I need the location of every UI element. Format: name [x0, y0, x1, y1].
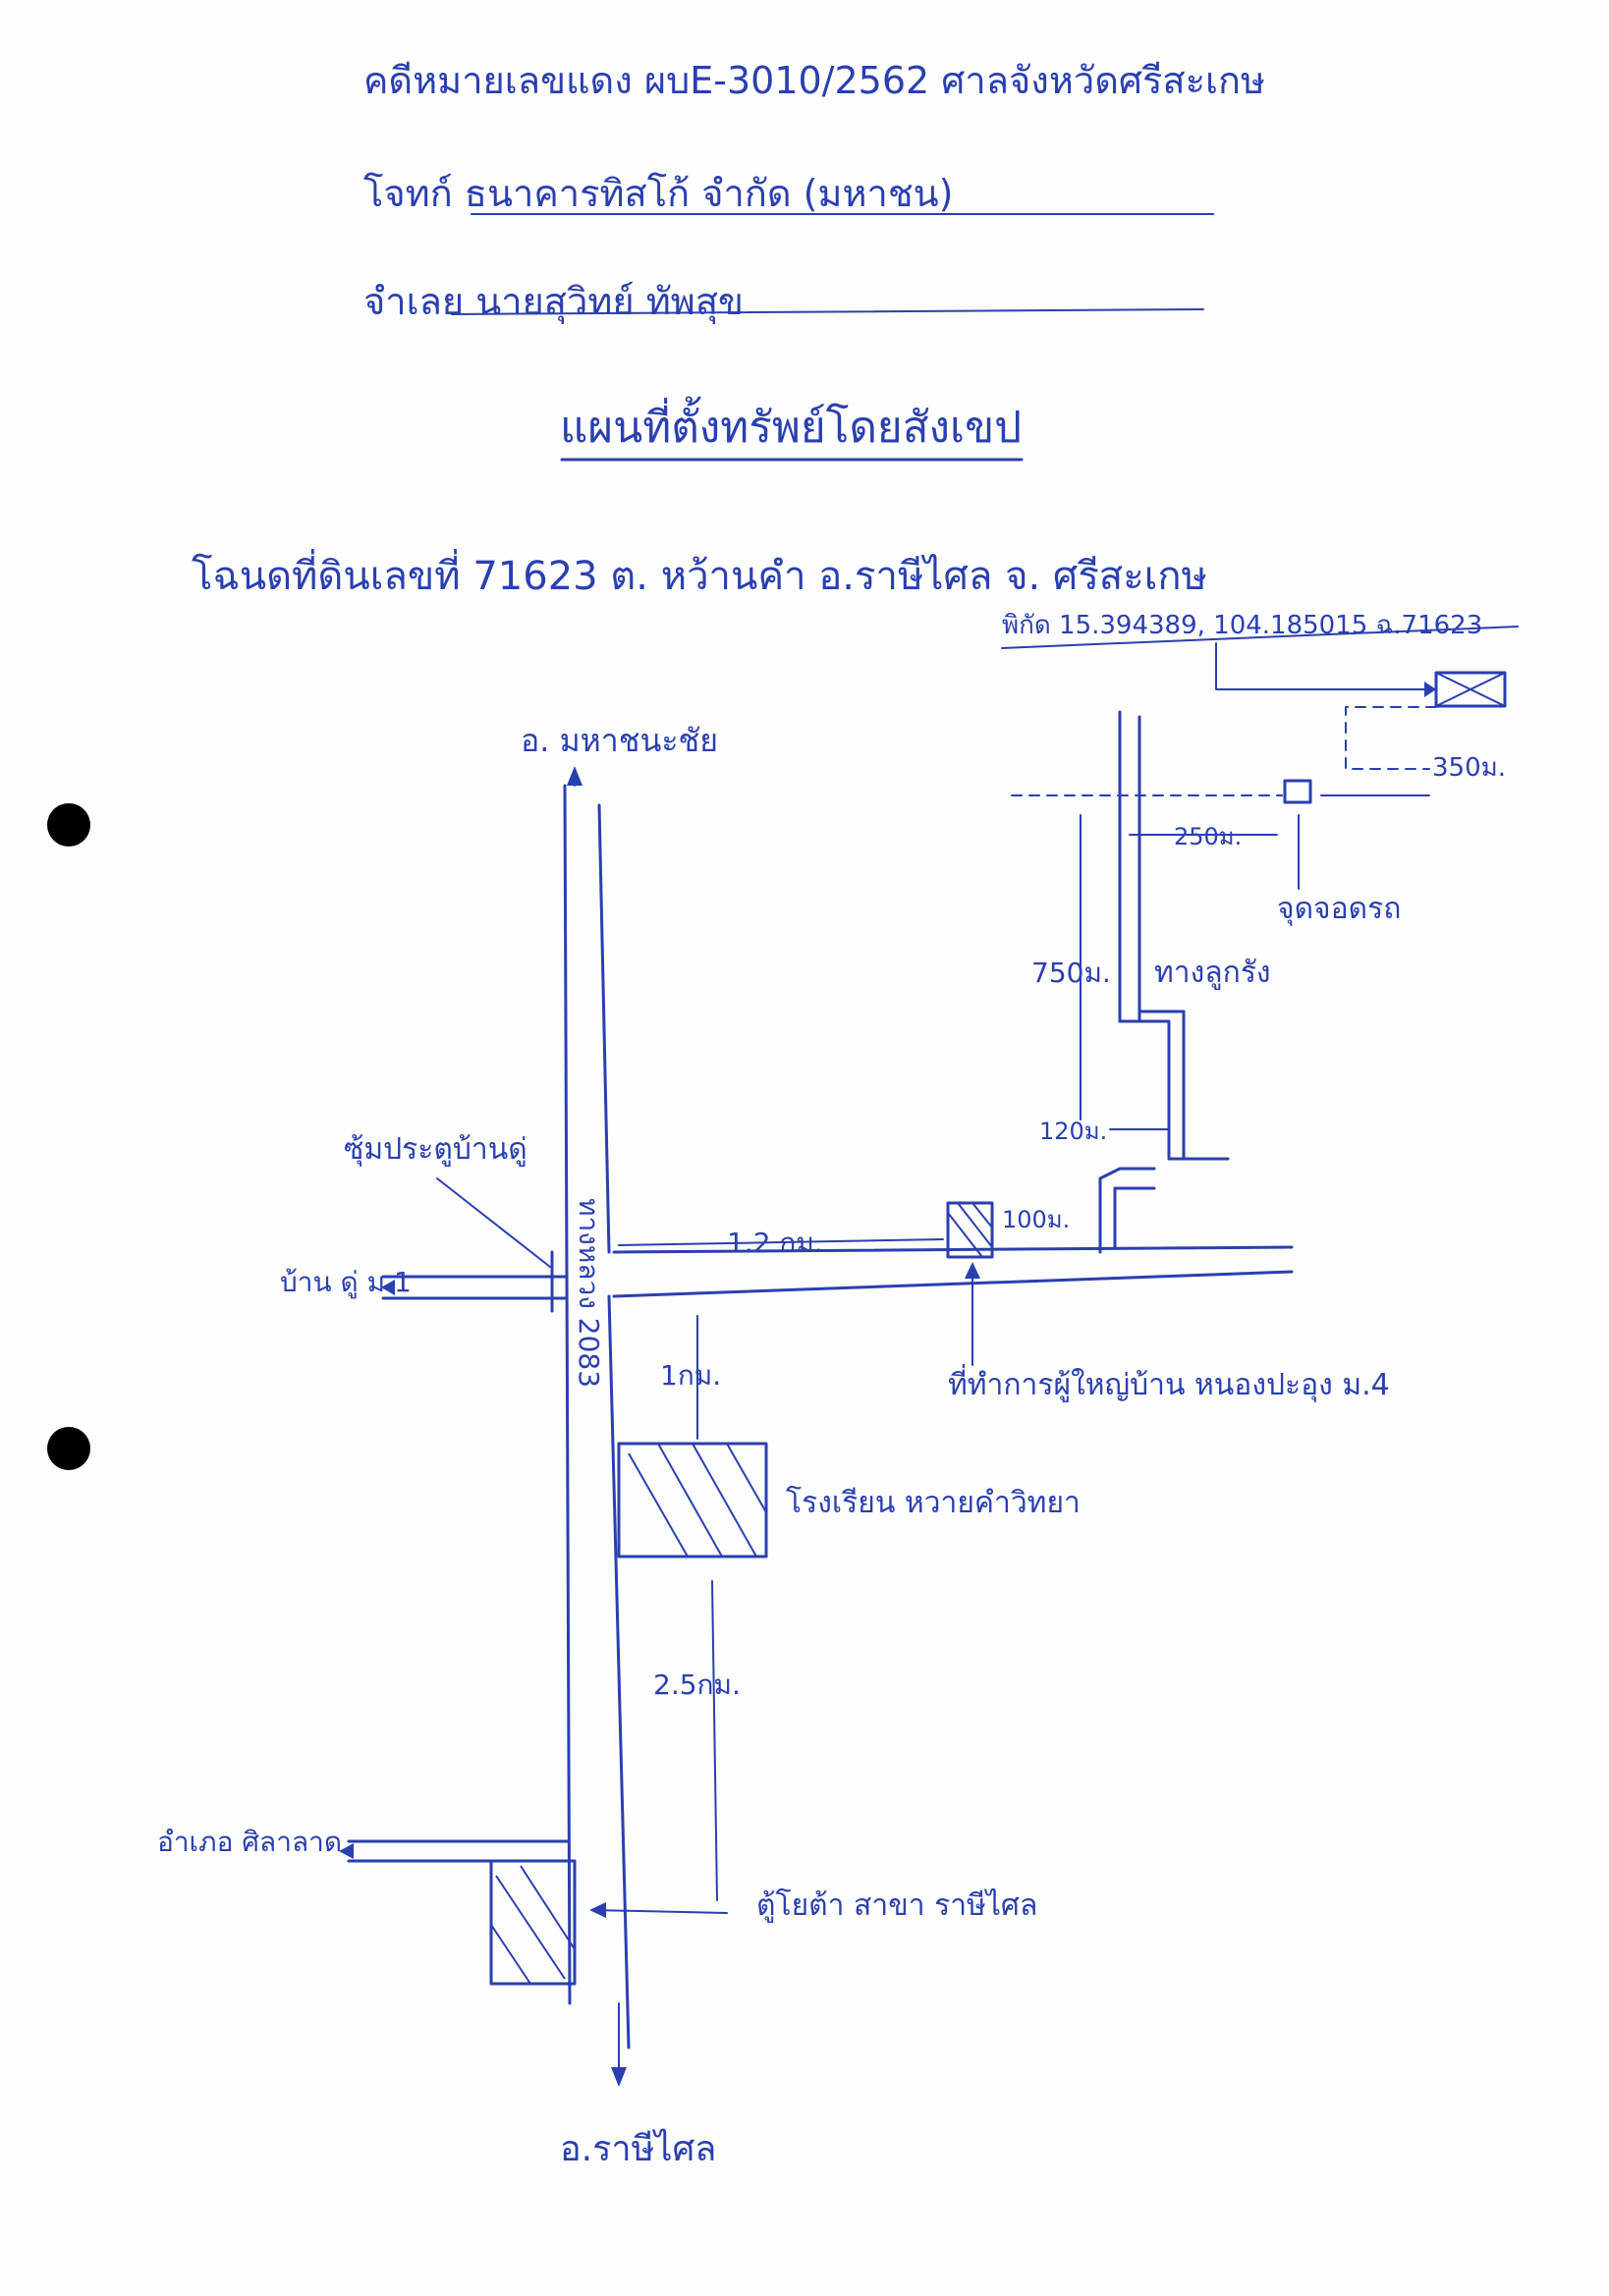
2-5km-arrow [711, 1580, 718, 1901]
south-destination-label: อ.ราษีไศล [560, 2128, 716, 2169]
distance-120m: 120ม. [1039, 1118, 1107, 1145]
toyota-block [489, 1859, 577, 1986]
parking-point-box [1283, 779, 1312, 804]
coordinates-underline [1001, 626, 1519, 649]
highway-right-edge [607, 1294, 631, 2050]
plaintiff-line: โจทก์ ธนาคารทิสโก้ จำกัด (มหาชน) [363, 172, 953, 215]
parking-point-label: จุดจอดรถ [1277, 892, 1401, 927]
distance-350m: 350ม. [1432, 753, 1506, 783]
headman-arrow-head [965, 1262, 980, 1279]
dirt-road-bend-inner [1137, 1010, 1186, 1161]
hatch-line [692, 1443, 757, 1558]
hatch-line [947, 1212, 983, 1258]
land-title-line: โฉนดที่ดินเลขที่ 71623 ต. หว้านคำ อ.ราษี… [192, 549, 1207, 599]
punch-hole-lower [47, 1427, 90, 1470]
connector-road-left [1098, 1167, 1156, 1254]
distance-2-5km: 2.5กม. [653, 1668, 741, 1701]
arch-leader [436, 1177, 551, 1268]
defendant-underline [451, 308, 1204, 315]
punch-hole-upper [47, 803, 90, 847]
map-title: แผนที่ตั้งทรัพย์โดยสังเขป [560, 396, 1022, 453]
highway-left-edge [563, 784, 572, 2005]
hatch-line [520, 1865, 576, 1950]
case-number-line: คดีหมายเลขแดง ผบE-3010/2562 ศาลจังหวัดศร… [363, 59, 1265, 102]
dirt-road-bend-outer [1118, 1019, 1230, 1161]
1-2km-arrow [618, 1238, 944, 1246]
headman-office-label: ที่ทำการผู้ใหญ่บ้าน หนองปะอุง ม.4 [948, 1364, 1390, 1403]
dashed-path-to-plot [1345, 706, 1437, 770]
hatch-line [726, 1443, 767, 1513]
property-plot [1434, 671, 1507, 708]
hatch-line [628, 1452, 689, 1558]
east-road-lower-edge [612, 1270, 1294, 1298]
headman-office-box [946, 1201, 994, 1259]
highway-label: ทางหลวง 2083 [573, 1198, 605, 1388]
north-arrow-head [567, 766, 583, 786]
distance-1km: 1กม. [660, 1359, 721, 1392]
highway-right-edge-north [597, 803, 611, 1254]
east-road-upper-edge [612, 1245, 1294, 1254]
hatch-line [957, 1202, 993, 1248]
connector-road-right [1113, 1186, 1156, 1249]
west-arrow-head [381, 1280, 395, 1295]
distance-1-2km: 1.2 กม. [727, 1227, 823, 1259]
sila-arrow-head [339, 1843, 354, 1859]
hatch-line [657, 1443, 723, 1558]
property-plot-cross-b [1435, 672, 1506, 707]
coordinates-label: พิกัด 15.394389, 104.185015 ฉ.71623 [1002, 611, 1482, 640]
north-destination-label: อ. มหาชนะชัย [521, 722, 718, 759]
toyota-label: ตู้โยต้า สาขา ราษีไศล [756, 1887, 1037, 1923]
defendant-line: จำเลย นายสุวิทย์ ทัพสุข [363, 280, 744, 324]
school-label: โรงเรียน หวายคำวิทยา [786, 1485, 1081, 1520]
distance-250m: 250ม. [1174, 823, 1242, 850]
coordinate-leader-line [1215, 642, 1425, 690]
west-village-label: บ้าน ดู่ ม.1 [280, 1266, 412, 1299]
school-block [617, 1442, 768, 1558]
distance-750m: 750ม. [1031, 957, 1111, 989]
dirt-road-label: ทางลูกรัง [1154, 956, 1271, 990]
coordinate-arrow-head [1424, 682, 1436, 697]
toyota-leader [593, 1909, 728, 1914]
hatch-line [495, 1875, 566, 1980]
hatch-line [490, 1924, 531, 1985]
distance-100m: 100ม. [1002, 1206, 1070, 1233]
arch-label: ซุ้มประตูบ้านดู่ [344, 1132, 527, 1168]
hatch-line [971, 1202, 993, 1229]
sila-district-label: อำเภอ ศิลาลาด [157, 1826, 342, 1858]
south-arrow-head [611, 2067, 627, 2087]
toyota-arrow-head [589, 1902, 606, 1918]
